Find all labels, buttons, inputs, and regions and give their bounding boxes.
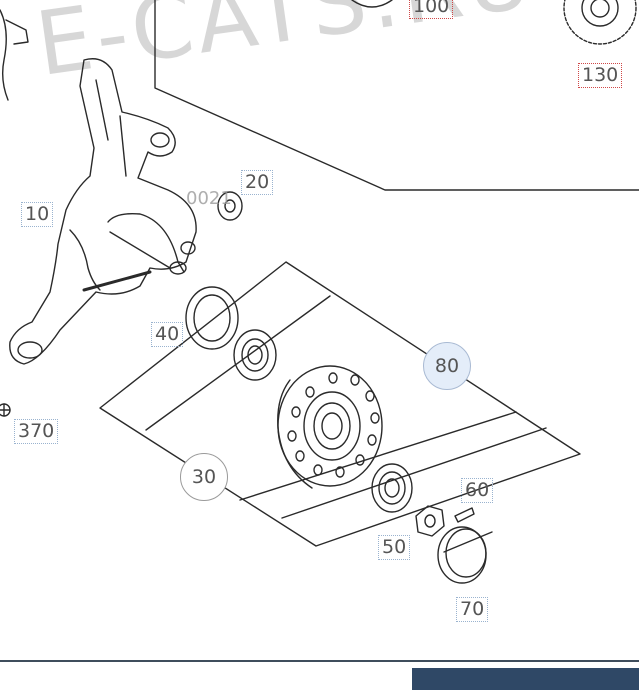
callout-20[interactable]: 20 [241, 170, 274, 195]
exploded-parts-diagram: 0021 [0, 0, 639, 584]
callout-50[interactable]: 50 [378, 535, 411, 560]
callout-60[interactable]: 60 [461, 478, 494, 503]
bearing-inner [233, 329, 277, 381]
callout-40[interactable]: 40 [151, 322, 184, 347]
bolt-part-370 [0, 403, 11, 417]
footer-bar [412, 668, 639, 690]
footer-rule [0, 660, 639, 662]
callout-10[interactable]: 10 [21, 202, 54, 227]
wheel-hub-part-30 [277, 365, 383, 489]
callout-30[interactable]: 30 [180, 453, 228, 501]
callout-70[interactable]: 70 [456, 597, 489, 622]
part-100-fragment [351, 0, 393, 8]
washer-part-20 [217, 191, 243, 221]
nut-part-50 [415, 505, 445, 537]
inset-frame [154, 0, 639, 191]
callout-100[interactable]: 100 [409, 0, 454, 19]
part-130-fragment [563, 0, 637, 45]
bearing-outer [371, 463, 413, 513]
callout-130[interactable]: 130 [578, 63, 623, 88]
assembly-bracket [99, 261, 581, 547]
callout-80[interactable]: 80 [423, 342, 471, 390]
cap-part-70 [437, 526, 493, 584]
screw-part-60 [454, 507, 475, 523]
steering-knuckle-part-10 [0, 9, 197, 365]
part-number-stamp: 0021 [186, 188, 232, 209]
seal-part-40 [185, 286, 239, 350]
callout-370[interactable]: 370 [14, 419, 59, 444]
